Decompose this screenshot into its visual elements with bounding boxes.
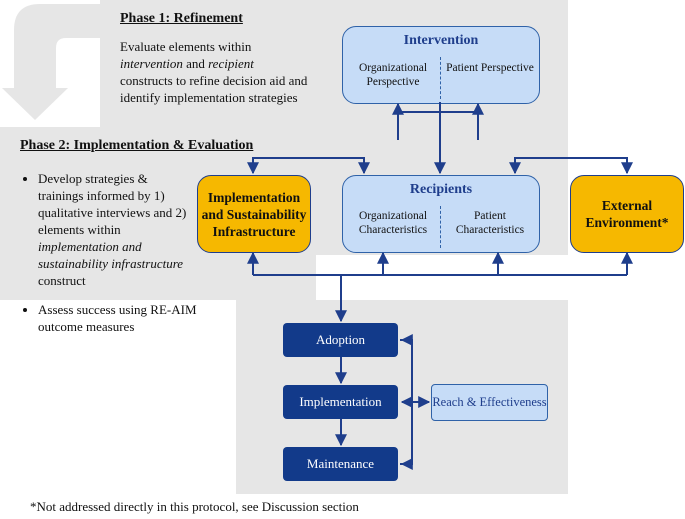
recipients-title: Recipients	[409, 182, 473, 197]
phase2-bullets: Develop strategies & trainings informed …	[22, 170, 197, 347]
phase2-bullet-reaim: Assess success using RE-AIM outcome meas…	[38, 301, 238, 335]
implementation-box: Implementation	[283, 385, 398, 419]
phase2-bullet-strategies: Develop strategies & trainings informed …	[38, 170, 192, 289]
footnote: *Not addressed directly in this protocol…	[30, 499, 359, 514]
intervention-title: Intervention	[403, 33, 479, 48]
recipients-patient: Patient Characteristics	[455, 210, 525, 236]
adoption-box: Adoption	[283, 323, 398, 357]
phase1-title: Phase 1: Refinement	[120, 11, 243, 26]
recipients-organizational: Organizational Characteristics	[358, 210, 428, 236]
reach-effectiveness-box: Reach & Effectiveness	[431, 384, 548, 421]
phase1-description: Evaluate elements within intervention an…	[120, 39, 308, 105]
intervention-box: Intervention Organizational Perspective …	[342, 26, 540, 104]
maintenance-box: Maintenance	[283, 447, 398, 481]
intervention-patient: Patient Perspective	[446, 62, 534, 74]
intervention-organizational: Organizational Perspective	[358, 62, 428, 88]
recipients-box: Recipients Organizational Characteristic…	[342, 175, 540, 253]
phase2-title: Phase 2: Implementation & Evaluation	[20, 138, 254, 153]
external-environment-box: External Environment*	[570, 175, 684, 253]
implementation-infrastructure-box: Implementation and Sustainability Infras…	[197, 175, 311, 253]
